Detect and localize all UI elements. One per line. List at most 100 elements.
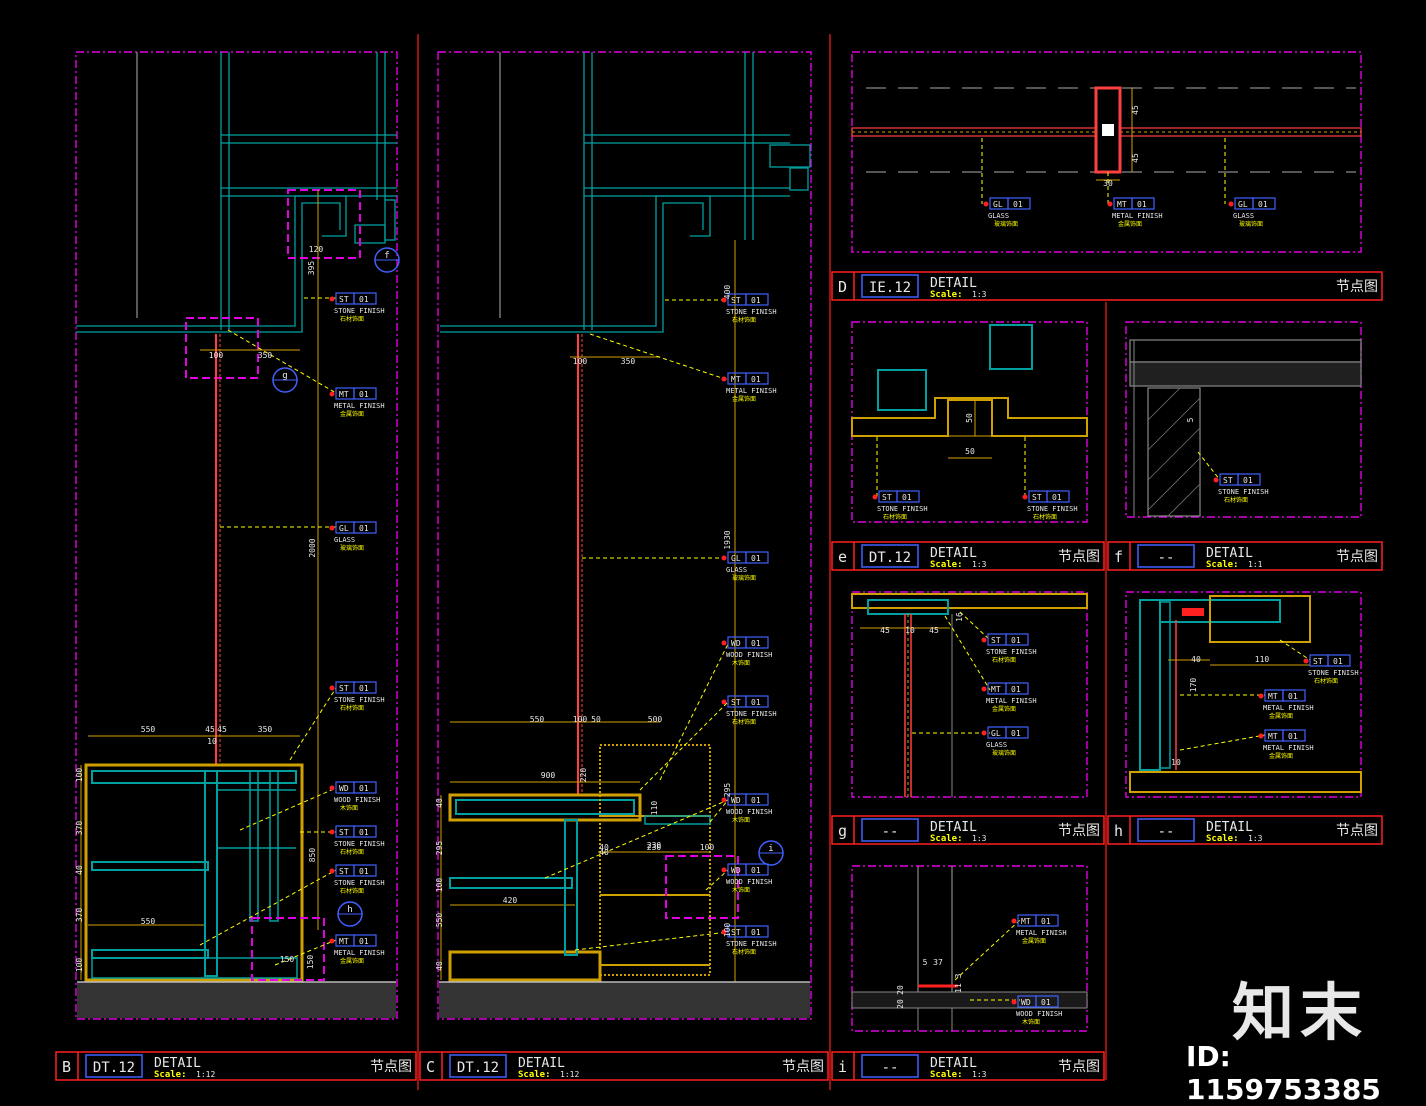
dimension-value-B: 2000 (308, 538, 317, 557)
material-tag-cn: 玻璃饰面 (994, 220, 1018, 228)
title-block-ref: -- (882, 824, 899, 840)
title-block-title: DETAIL (930, 546, 977, 561)
material-tag-num-box (1035, 995, 1059, 1008)
detail-f (1125, 321, 1362, 518)
title-block-title: DETAIL (930, 820, 977, 835)
dimension-value-B: 150 (306, 955, 315, 970)
dimension-value-C: 40 (599, 848, 609, 857)
title-block-scale-label: Scale: (930, 834, 963, 844)
dimension-value-C: 110 (650, 801, 659, 816)
material-tag-num: 01 (1052, 493, 1062, 502)
watermark-id: ID: 1159753385 (1186, 1040, 1381, 1106)
material-tag-cn: 木饰面 (732, 816, 750, 824)
material-tag-num-box (353, 864, 377, 877)
dimension-value-C: 230 (647, 841, 662, 850)
material-tag-num-box (1005, 682, 1029, 695)
detail-g (851, 591, 1088, 798)
material-tag-num-box (353, 681, 377, 694)
material-tag-num-box (1327, 654, 1351, 667)
material-tag-label: STONE FINISH (1218, 488, 1269, 496)
material-tag-label: GLASS (988, 212, 1009, 220)
material-tag-num: 01 (359, 784, 369, 793)
title-block-title: DETAIL (1206, 546, 1253, 561)
dimension-value-C: 550 (530, 715, 545, 724)
material-tag-code: ST (339, 828, 349, 837)
callout-box-i (665, 855, 739, 919)
material-tag-num: 01 (359, 937, 369, 946)
material-tag-cn: 石材饰面 (732, 718, 756, 726)
material-tag-label: STONE FINISH (726, 710, 777, 718)
title-block-ref: -- (1158, 824, 1175, 840)
material-tag-marker (983, 201, 989, 207)
dimension-value-C: 230 (647, 843, 662, 852)
detail-b-dims (80, 190, 319, 980)
dimension-value-e: 50 (965, 447, 975, 456)
material-tag-code: GL (993, 200, 1003, 209)
material-tag-num-box (896, 490, 920, 503)
title-block-cn: 节点图 (1058, 549, 1100, 565)
title-block-i (831, 1051, 1105, 1081)
callout-letter-f: f (384, 251, 389, 261)
material-tag-label: STONE FINISH (1308, 669, 1359, 677)
detail-e-leaders (876, 437, 1026, 497)
material-tag-cn: 木饰面 (732, 659, 750, 667)
title-block-scale: 1:12 (196, 1070, 215, 1079)
dimension-value-i: 20 (896, 985, 905, 995)
title-block-C (419, 1051, 829, 1081)
material-tag-num: 01 (1288, 692, 1298, 701)
material-tag-code: MT (339, 390, 349, 399)
dimension-value-C: 400 (723, 285, 732, 300)
material-tag-code: WD (731, 866, 741, 875)
title-block-ref-box (861, 544, 919, 568)
detail-c (437, 51, 812, 1020)
dimension-value-B: 350 (258, 725, 273, 734)
detail-h-frame (1125, 591, 1362, 798)
title-block-e (831, 541, 1105, 571)
material-tag-marker (1228, 201, 1234, 207)
title-block-ref-box (449, 1054, 507, 1078)
dimension-value-C: 420 (503, 896, 518, 905)
material-tag-num: 01 (359, 390, 369, 399)
material-tag-label: WOOD FINISH (726, 651, 772, 659)
detail-h-header (1159, 599, 1281, 623)
material-tag-code: MT (1268, 692, 1278, 701)
dimension-value-g: 16 (955, 612, 964, 622)
dimension-value-C: 100 (723, 923, 732, 938)
material-tag-num-box (745, 925, 769, 938)
material-tag-num: 01 (751, 296, 761, 305)
material-tag-cn: 金属饰面 (732, 395, 756, 403)
material-tag-num-box (745, 551, 769, 564)
dimension-value-C: 40 (599, 843, 609, 852)
detail-b-floor-slab (77, 982, 396, 1018)
material-tag-code: MT (1021, 917, 1031, 926)
detail-e-tube-left (877, 369, 927, 411)
material-tag-code: ST (1032, 493, 1042, 502)
dimension-value-B: 550 (141, 725, 156, 734)
title-block-h (1107, 815, 1383, 845)
material-tag-code: MT (1117, 200, 1127, 209)
material-tag-cn: 金属饰面 (1269, 712, 1293, 720)
material-tag-cn: 玻璃饰面 (992, 749, 1016, 757)
title-block-cn: 节点图 (1336, 549, 1378, 565)
material-tag-marker (981, 730, 987, 736)
material-tag-marker (721, 297, 727, 303)
material-tag-num-box (353, 825, 377, 838)
material-tag-marker (329, 829, 335, 835)
material-tag-num-box (1282, 729, 1306, 742)
material-tag-label: METAL FINISH (986, 697, 1037, 705)
detail-d-joint (1102, 124, 1114, 136)
title-block-ref-box (861, 1054, 919, 1078)
material-tag-label: METAL FINISH (726, 387, 777, 395)
material-tag-cn: 木饰面 (732, 886, 750, 894)
dimension-value-B: 45 (205, 725, 215, 734)
dimension-value-i: 11 (954, 983, 963, 993)
title-block-B (55, 1051, 417, 1081)
dimension-value-C: 500 (648, 715, 663, 724)
detail-i-frame (851, 865, 1088, 1032)
material-tag-cn: 金属饰面 (1269, 752, 1293, 760)
title-block-scale-label: Scale: (1206, 560, 1239, 570)
material-tag-code: MT (731, 375, 741, 384)
material-tag-cn: 金属饰面 (340, 410, 364, 418)
